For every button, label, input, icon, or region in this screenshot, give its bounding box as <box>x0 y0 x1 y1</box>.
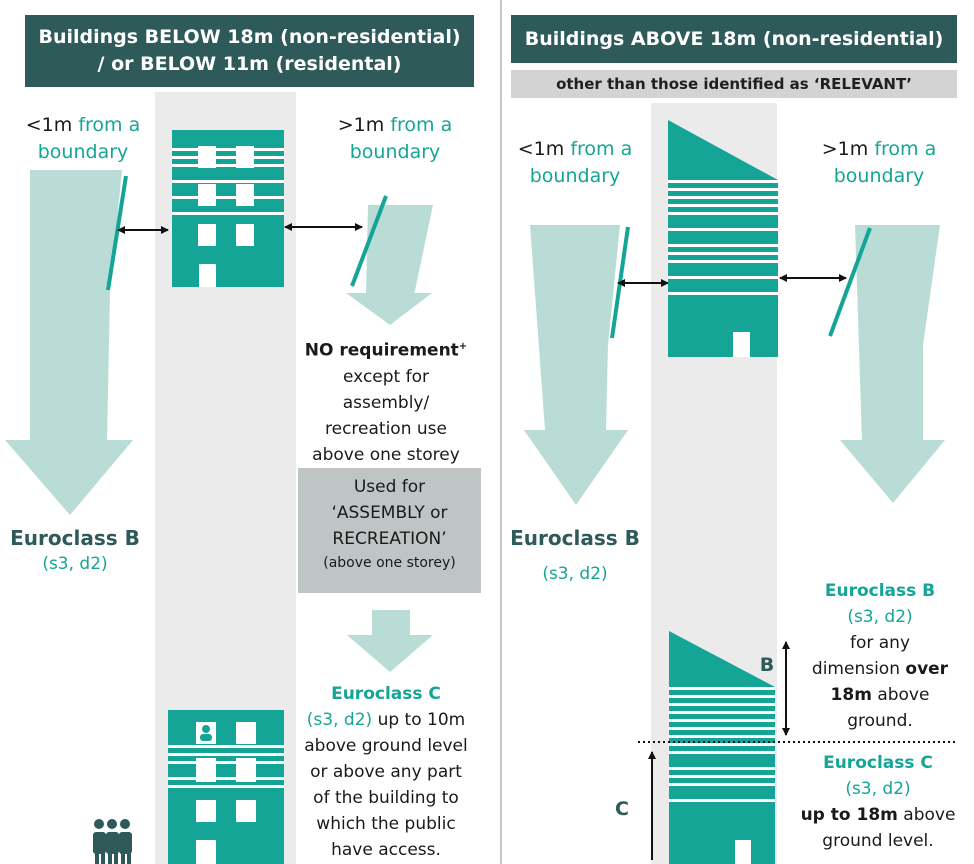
left-radiation-arrow <box>5 170 133 515</box>
left-notional-arrow <box>346 205 433 325</box>
marker-c: C <box>615 798 629 820</box>
left-building-bottom <box>168 710 284 864</box>
right-subheader: other than those identified as ‘RELEVANT… <box>511 70 957 98</box>
right-far-boundary-label: >1m from a boundary <box>821 138 937 187</box>
left-euroclass-b: Euroclass B (s3, d2) <box>10 526 140 574</box>
no-requirement-text: NO requirement+ except for assembly/ rec… <box>304 340 468 465</box>
left-assembly-arrow <box>347 610 433 672</box>
right-boundary-line-far <box>828 227 872 337</box>
right-euroclass-c-lower: Euroclass C (s3, d2) up to 18m above gro… <box>800 753 956 851</box>
right-near-boundary-label: <1m from a boundary <box>517 138 633 187</box>
person-window-icon <box>200 725 212 741</box>
left-far-boundary-label: >1m from a boundary <box>337 114 453 163</box>
assembly-recreation-box: Used for ‘ASSEMBLY or RECREATION’ (above… <box>298 468 481 593</box>
right-euroclass-b-upper: Euroclass B (s3, d2) for any dimension o… <box>811 581 949 731</box>
right-radiation-arrow-near <box>524 225 628 505</box>
left-euroclass-c: Euroclass C (s3, d2) up to 10m above gro… <box>304 684 468 860</box>
right-header: Buildings ABOVE 18m (non-residential) <box>511 15 957 63</box>
left-header: Buildings BELOW 18m (non-residential) / … <box>25 15 474 87</box>
people-icon <box>93 819 132 864</box>
panel-divider <box>500 0 502 864</box>
left-near-boundary-label: <1m from a boundary <box>25 114 141 163</box>
marker-b: B <box>759 654 775 676</box>
right-building-bottom <box>669 631 775 864</box>
right-radiation-arrow-far <box>840 225 945 503</box>
left-boundary-line-far <box>350 195 388 287</box>
left-building-top <box>172 130 284 287</box>
right-euroclass-b: Euroclass B (s3, d2) <box>510 526 640 584</box>
right-building-top <box>668 120 778 357</box>
